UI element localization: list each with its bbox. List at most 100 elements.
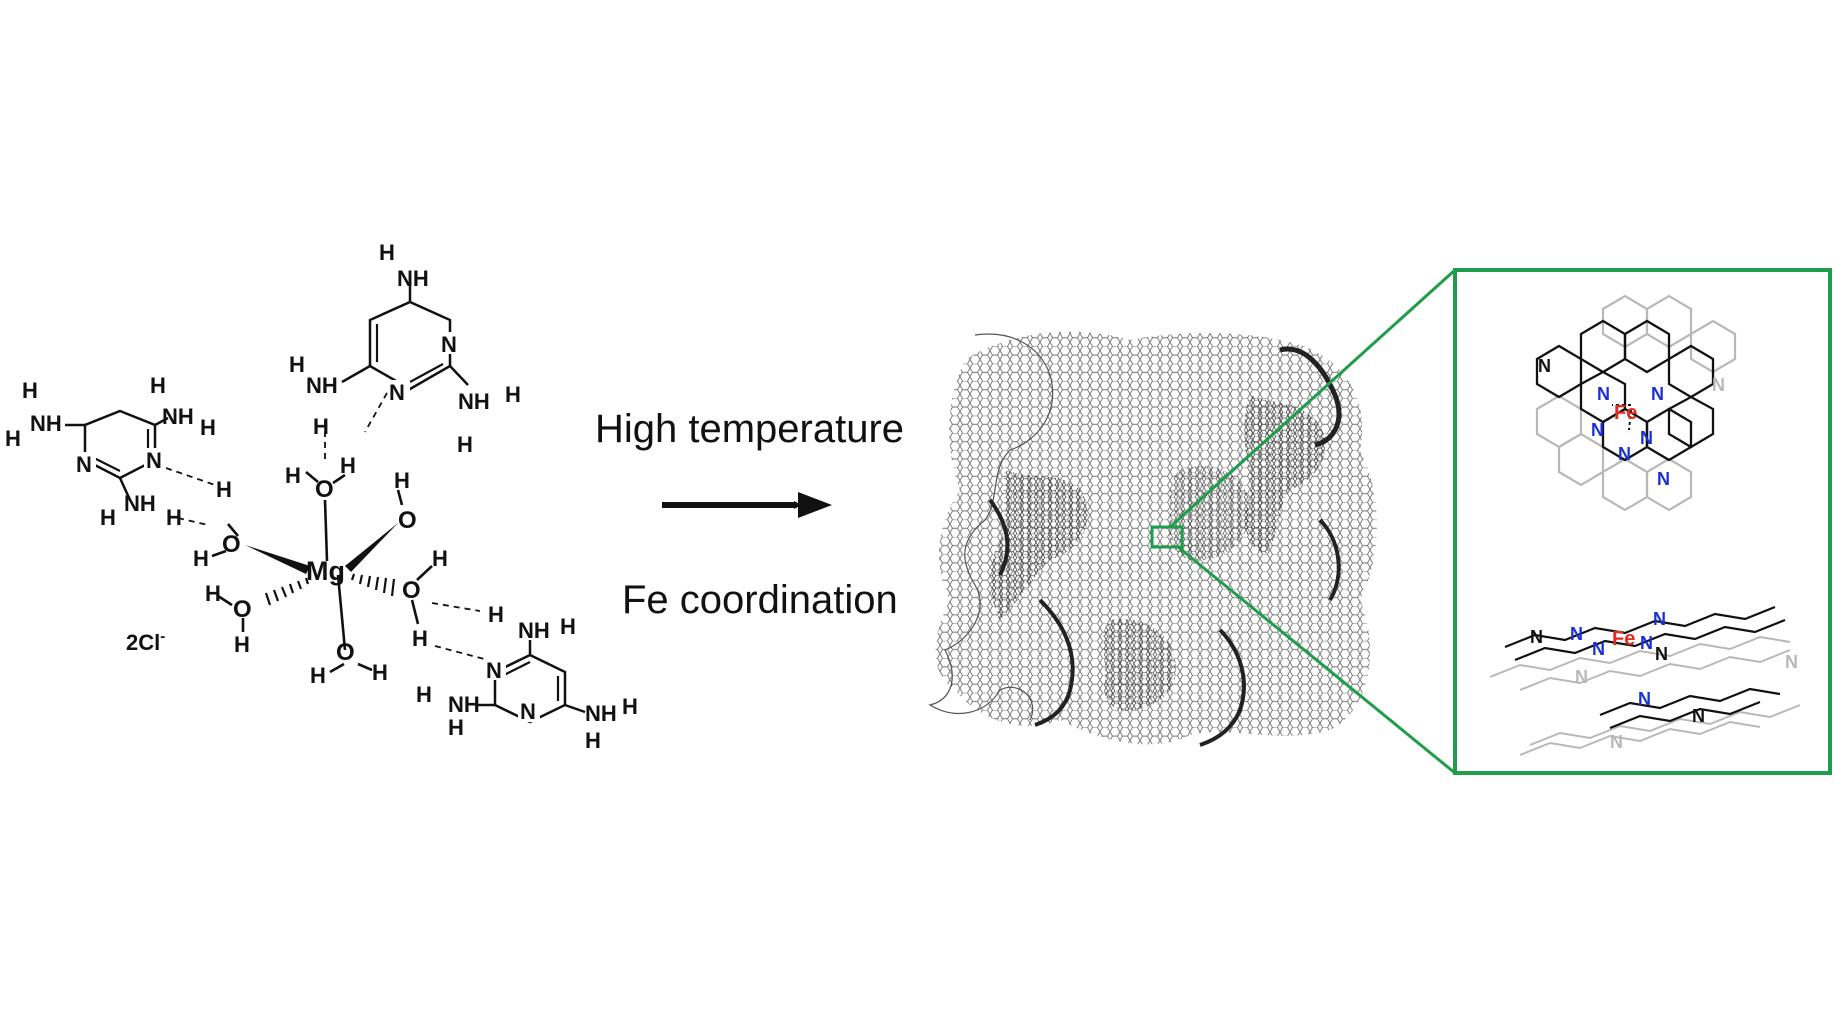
- metal-label-mg: Mg: [306, 556, 345, 586]
- h-label-bot-l: H: [310, 663, 326, 688]
- n-top-1: N: [1597, 384, 1610, 404]
- n-side-3: N: [1653, 609, 1666, 629]
- amine-left-1-h2: H: [200, 415, 216, 440]
- pyrimidine-left: N N NH H H NH H H NH H H: [5, 373, 216, 530]
- h-label-left-b: H: [193, 546, 209, 571]
- n-side-6: N: [1638, 689, 1651, 709]
- amine-left-2-h2: H: [5, 426, 21, 451]
- n-top-0: N: [1538, 356, 1551, 376]
- graphene-fold-4: [1169, 466, 1251, 561]
- graphene-fold-2: [1244, 395, 1326, 555]
- amine-bot-1-h2: H: [560, 614, 576, 639]
- fe-label-top: Fe: [1614, 402, 1637, 424]
- n-side-2: N: [1592, 639, 1605, 659]
- amine-left-1: NH: [162, 404, 194, 429]
- graphene-ribbon-1: [1279, 346, 1342, 448]
- n-top-2: N: [1651, 384, 1664, 404]
- fe-label-side: Fe: [1612, 628, 1635, 650]
- amine-bot-3: NH: [585, 701, 617, 726]
- n-side-7: N: [1692, 706, 1705, 726]
- zoom-selection-box: [1150, 525, 1184, 549]
- amine-top-3: NH: [458, 389, 490, 414]
- o-label-bottom: O: [336, 639, 355, 666]
- n-side-10: N: [1785, 652, 1798, 672]
- n-side-0: N: [1530, 627, 1543, 647]
- pyrimidine-bottom: N N NH H H NH H H NH H H: [416, 602, 638, 753]
- amine-left-3-h: H: [100, 505, 116, 530]
- h-label-left-t: H: [216, 477, 232, 502]
- amine-top-3-h2: H: [457, 432, 473, 457]
- n-side-9: N: [1610, 732, 1623, 752]
- n-top-5: N: [1618, 444, 1631, 464]
- amine-left-2-h: H: [22, 378, 38, 403]
- h-label-top-r: H: [340, 453, 356, 478]
- graphene-fold-3: [1102, 619, 1176, 711]
- amine-left-3: NH: [124, 491, 156, 516]
- zoom-connectors: [1168, 268, 1457, 775]
- amine-left-2: NH: [30, 411, 62, 436]
- h-label-top-l: H: [285, 463, 301, 488]
- pyrimidine-top: N N NH H NH H H NH H H: [289, 240, 521, 457]
- n-top-4: N: [1640, 428, 1653, 448]
- inset-frame: [1453, 268, 1832, 775]
- graphene-ribbon-4: [988, 498, 1010, 576]
- n-top-6: N: [1657, 469, 1670, 489]
- h-label-ll-l: H: [205, 581, 221, 606]
- mg-labels: Mg O H H O H O H H O H H O H H O H H: [193, 453, 448, 688]
- o-label-ll: O: [233, 596, 252, 623]
- amine-left-3-h2: H: [166, 505, 182, 530]
- n-ring-left-1: N: [146, 448, 162, 473]
- n-side-5: N: [1655, 644, 1668, 664]
- counter-ion-label: 2Cl-: [126, 628, 165, 655]
- h-label-ur: H: [394, 468, 410, 493]
- n-ring-top-1: N: [441, 332, 457, 357]
- graphene-sheet-left: [928, 333, 1054, 721]
- amine-bot-1: NH: [518, 618, 550, 643]
- mg-bonds: [211, 471, 433, 674]
- n-side-1: N: [1570, 624, 1583, 644]
- condition-line-1: High temperature: [595, 407, 904, 451]
- hydrogen-bonds: [165, 392, 489, 661]
- amine-bot-3-h2: H: [585, 728, 601, 753]
- graphene-ribbon-3: [1199, 628, 1246, 747]
- amine-bot-2-h: H: [416, 682, 432, 707]
- o-label-ur: O: [398, 507, 417, 534]
- graphene-fold-1: [990, 470, 1089, 620]
- n-ring-bot-2: N: [520, 699, 536, 724]
- n-ring-left-2: N: [76, 452, 92, 477]
- h-label-bot-r: H: [372, 660, 388, 685]
- o-label-left: O: [222, 531, 241, 558]
- fen4-side-view: N N N N N N N N N N N Fe: [1489, 605, 1801, 756]
- graphene-ribbon-5: [1318, 518, 1341, 602]
- n-labels-side-view: N N N N N N N N N N N Fe: [1530, 609, 1798, 752]
- amine-top-1: NH: [397, 266, 429, 291]
- amine-top-2: NH: [306, 373, 338, 398]
- h-label-lr-b: H: [412, 626, 428, 651]
- condition-line-2: Fe coordination: [622, 578, 898, 622]
- amine-top-2-h: H: [289, 352, 305, 377]
- amine-bot-2: NH: [448, 692, 480, 717]
- n-labels-top-view: N N N N N N N N Fe: [1538, 356, 1725, 489]
- reaction-arrow-head: [798, 492, 832, 518]
- reaction-conditions: High temperature Fe coordination: [595, 407, 904, 622]
- n-ring-top-2: N: [389, 380, 405, 405]
- amine-bot-3-h: H: [622, 694, 638, 719]
- n-side-4: N: [1640, 633, 1653, 653]
- mg-complex: Mg O H H O H O H H O H H O H H O H H 2Cl…: [5, 240, 638, 753]
- n-top-7: N: [1712, 375, 1725, 395]
- inset-panel: N N N N N N N N Fe: [1453, 268, 1832, 775]
- h-label-ll-b: H: [234, 632, 250, 657]
- n-side-8: N: [1575, 667, 1588, 687]
- o-label-lr: O: [402, 577, 421, 604]
- amine-bot-2-h2: H: [448, 715, 464, 740]
- amine-left-1-h: H: [150, 373, 166, 398]
- graphene-ribbon-2: [1034, 598, 1075, 727]
- h-label-lr-r: H: [432, 546, 448, 571]
- n-top-3: N: [1591, 420, 1604, 440]
- amine-top-2-h2: H: [313, 414, 329, 439]
- fen4-top-view: N N N N N N N N Fe: [1535, 294, 1737, 512]
- amine-top-1-h: H: [379, 240, 395, 265]
- o-label-top: O: [315, 476, 334, 503]
- carbon-network: [928, 331, 1377, 747]
